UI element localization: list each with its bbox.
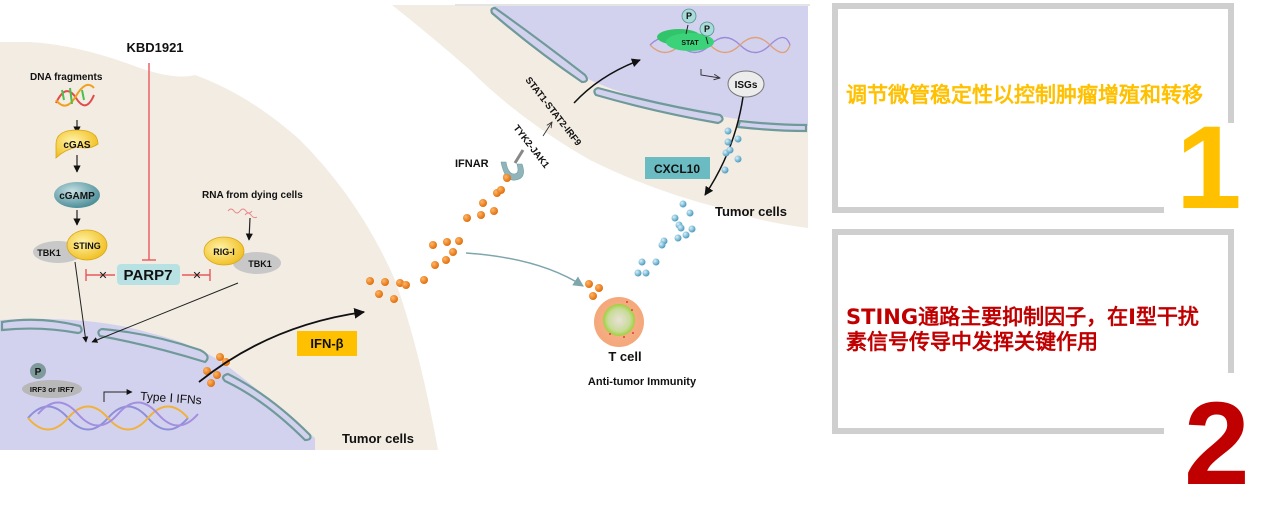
rna-strand-icon (227, 208, 258, 219)
phospho-irf-label: P (35, 367, 42, 378)
rna-source-label: RNA from dying cells (202, 190, 303, 201)
isgs-label: ISGs (735, 80, 758, 91)
cgas-label: cGAS (63, 140, 91, 151)
left-nuclear-membrane (0, 318, 312, 442)
dna-helix-icon (27, 401, 199, 431)
isgs-node (727, 70, 765, 98)
arrow-rigi-to-nucleus (91, 282, 239, 343)
panel-2-text: STING通路主要抑制因子，在I型干扰素信号传导中发挥关键作用 (846, 305, 1199, 354)
phospho-stat-1-icon (681, 8, 697, 24)
parp7-pathway-diagram: DNA fragments cGAS cGAMP TBK1 STING KBD1… (0, 4, 810, 450)
ifnar-stalk (513, 149, 525, 164)
transcription-arrow (103, 389, 133, 402)
cxcl10-label: CXCL10 (654, 162, 700, 176)
rig-i-label: RIG-I (213, 247, 235, 257)
right-cell-top-border (455, 4, 810, 6)
summary-panel-2: STING通路主要抑制因子，在I型干扰素信号传导中发挥关键作用 2 (832, 229, 1250, 503)
anti-tumor-immunity-label: Anti-tumor Immunity (588, 376, 697, 388)
arrow-ifn-beta-secretion (198, 307, 366, 383)
panel-2-number: 2 (1184, 378, 1250, 510)
ifn-beta-particles-extracellular (366, 173, 511, 303)
right-nuclear-membrane (490, 6, 808, 133)
arrow-stat-to-nucleus (573, 58, 641, 104)
cgas-node (55, 129, 99, 159)
tumor-cells-right-label: Tumor cells (715, 204, 787, 219)
x-mark-left-icon: ✕ (98, 270, 107, 282)
panel-1-number: 1 (1176, 102, 1242, 234)
arrow-rna-to-rigi (245, 217, 253, 241)
parp7-box (117, 264, 180, 285)
panel-1-text: 调节微管稳定性以控制肿瘤增殖和转移 (846, 83, 1203, 107)
sting-node (66, 229, 108, 261)
cxcl10-particles (634, 127, 742, 277)
phospho-stat-2-icon (699, 21, 715, 37)
cgamp-label: cGAMP (59, 191, 95, 202)
tbk1-right-label: TBK1 (248, 259, 272, 269)
phospho-stat-1-label: P (686, 11, 692, 21)
tumor-cells-left-label: Tumor cells (342, 431, 414, 446)
rig-i-node (203, 236, 245, 266)
dna-fragments-icon (55, 83, 95, 107)
tbk1-right-node (233, 252, 281, 274)
cxcl10-box (645, 157, 710, 179)
arrow-jak-to-stat (542, 122, 552, 137)
right-cell-nucleus (492, 5, 808, 126)
ifn-beta-bound (503, 174, 511, 182)
tbk1-left-label: TBK1 (37, 248, 61, 258)
sting-label: STING (73, 241, 101, 251)
t-cell-nucleus (603, 304, 635, 336)
irf-label: IRF3 or IRF7 (30, 385, 74, 394)
phospho-stat-2-label: P (704, 24, 710, 34)
arrow-sting-to-nucleus (74, 261, 89, 343)
ifn-beta-box (297, 331, 357, 356)
summary-panel-1: 调节微管稳定性以控制肿瘤增殖和转移 1 (832, 3, 1242, 227)
stat-label: STAT (681, 40, 699, 47)
ifn-beta-particles-nucleus (203, 353, 230, 387)
type1-ifns-label: Type Ⅰ IFNs (140, 389, 202, 407)
parp7-label: PARP7 (124, 267, 173, 284)
t-cell-label: T cell (608, 349, 641, 364)
parp7-inhibit-sting (85, 269, 115, 281)
kbd1921-label: KBD1921 (126, 40, 183, 55)
left-cell-nucleus (0, 318, 315, 450)
dna-fragments-label: DNA fragments (30, 72, 103, 83)
parp7-inhibit-rigi (182, 269, 211, 281)
irf-node (22, 380, 82, 398)
ifnar-label: IFNAR (455, 158, 489, 170)
ifn-beta-particles-t-cell (585, 280, 603, 300)
t-cell-granules (609, 301, 634, 338)
transcription-arrow-isgs (700, 69, 720, 78)
x-mark-right-icon: ✕ (192, 270, 201, 282)
arrow-to-t-cell (465, 252, 584, 287)
cgamp-node (54, 182, 100, 208)
stat-node (666, 33, 714, 51)
phospho-irf-icon (30, 363, 46, 379)
ifn-beta-label: IFN-β (310, 336, 343, 351)
